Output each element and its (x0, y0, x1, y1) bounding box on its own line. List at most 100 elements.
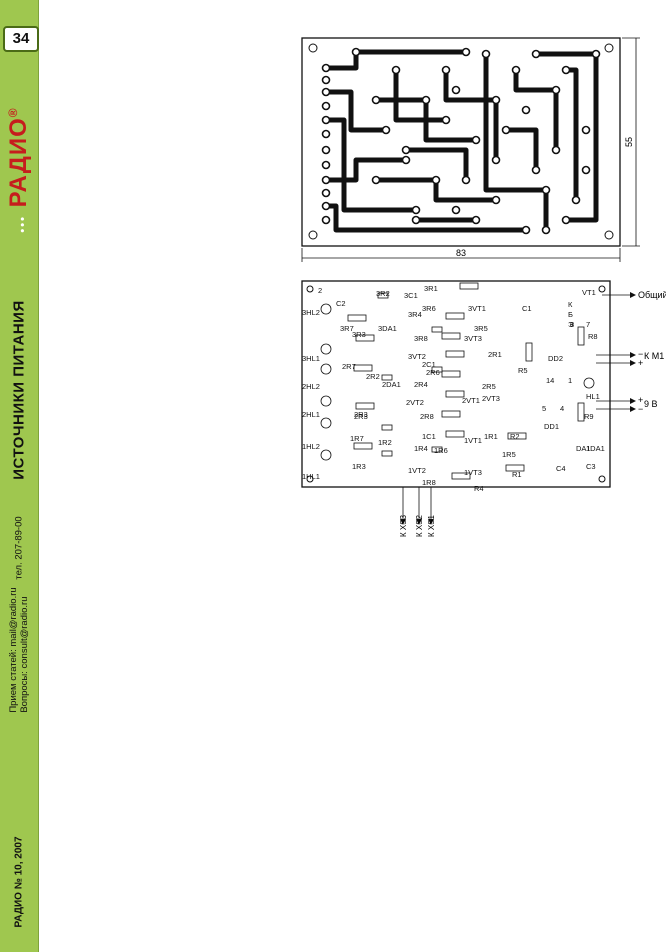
logo-text: РАДИО (5, 117, 32, 208)
mount-hole (308, 230, 318, 240)
component-label: 1HL2 (302, 442, 320, 451)
component-label: 1R4 (414, 444, 428, 453)
component-label: 2R4 (414, 380, 428, 389)
component-label: 1R2 (378, 438, 392, 447)
trace (443, 67, 499, 163)
component-label: C4 (556, 464, 566, 473)
contacts-questions: Вопросы: consult@radio.ru (19, 596, 30, 713)
component-label: 1R5 (502, 450, 516, 459)
trace (483, 51, 549, 233)
component-label: 1R6 (434, 446, 448, 455)
component-label: 1HL1 (302, 472, 320, 481)
component-label: 3VT2 (408, 352, 426, 361)
component-label: DD1 (544, 422, 559, 431)
component-label: 2R3 (354, 410, 368, 419)
component-label: 3R3 (352, 330, 366, 339)
component-label: R9 (584, 412, 594, 421)
connector-xs1-label: К XS1 (427, 514, 436, 537)
9v-minus-sign: − (638, 404, 643, 414)
component-label: 2R5 (482, 382, 496, 391)
component-label: C2 (336, 299, 346, 308)
layout-figure: Общий К М1 − + 9 В + − К XS3 К XS2 К XS1… (296, 275, 668, 545)
connector-xs3-label: К XS3 (399, 514, 408, 537)
component-label: 2R1 (488, 350, 502, 359)
mount-holes (306, 285, 606, 483)
trace (323, 117, 419, 213)
pcb-traces (323, 49, 599, 233)
component-label: 3R7 (340, 324, 354, 333)
component-label: R2 (510, 432, 520, 441)
component-label: DD2 (548, 354, 563, 363)
km1-minus-sign: − (638, 349, 643, 359)
trace (393, 67, 449, 123)
component-label: 2R2 (366, 372, 380, 381)
component-label: 3R5 (474, 324, 488, 333)
mount-hole (308, 43, 318, 53)
component-label: 2DA1 (382, 380, 401, 389)
trace (323, 89, 389, 133)
output-9v-label: 9 В (644, 399, 658, 409)
component-label: К (568, 300, 573, 309)
component-label: 2 (318, 286, 322, 295)
component-label: DA1 (576, 444, 591, 453)
mount-hole (604, 230, 614, 240)
component-label: 2R8 (420, 412, 434, 421)
component-label: 1R1 (484, 432, 498, 441)
component-label: Б (568, 310, 573, 319)
component-symbols (320, 282, 595, 480)
component-label: 2VT2 (406, 398, 424, 407)
component-label: 3R6 (422, 304, 436, 313)
issue-info: РАДИО № 10, 2007 (13, 836, 25, 928)
component-label: R4 (474, 484, 484, 493)
output-common-label: Общий (638, 290, 666, 300)
connector-xs2-label: К XS2 (415, 514, 424, 537)
trace (373, 177, 499, 203)
contacts-block: Прием статей: mail@radio.ru Вопросы: con… (8, 587, 30, 712)
component-label: 3HL1 (302, 354, 320, 363)
page-sidebar: 34 ••• РАДИО® ИСТОЧНИКИ ПИТАНИЯ тел. 207… (0, 0, 39, 952)
pcb-pads (321, 47, 601, 235)
logo-dots: ••• (17, 215, 29, 233)
section-title: ИСТОЧНИКИ ПИТАНИЯ (10, 300, 28, 480)
component-label: 3R4 (408, 310, 422, 319)
wires (402, 294, 630, 519)
page-number: 34 (3, 26, 39, 52)
pcb-figure: 83 55 (296, 30, 646, 275)
component-label: VT1 (582, 288, 596, 297)
component-label: 1VT3 (464, 468, 482, 477)
component-label: 3VT3 (464, 334, 482, 343)
component-label: 7 (586, 320, 590, 329)
component-label: 14 (546, 376, 554, 385)
component-label: 2HL2 (302, 382, 320, 391)
component-label: 2R3 (354, 412, 368, 421)
component-label: 1R7 (350, 434, 364, 443)
component-label: R8 (588, 332, 598, 341)
km1-plus-sign: + (638, 358, 643, 368)
component-label: HL1 (586, 392, 600, 401)
component-label: 2C1 (422, 360, 436, 369)
pcb-svg: 83 55 (301, 37, 640, 262)
component-label: 2R6 (426, 368, 440, 377)
mount-hole (604, 43, 614, 53)
trace (503, 127, 539, 173)
component-label: 3DA1 (378, 324, 397, 333)
component-label: Э (568, 320, 574, 329)
trace (403, 147, 469, 183)
component-label: 4 (560, 404, 564, 413)
component-label: 1VT2 (408, 466, 426, 475)
magazine-logo: ••• РАДИО® (5, 107, 33, 232)
trace (323, 203, 529, 233)
component-label: R1 (512, 470, 522, 479)
component-label: 3C1 (404, 291, 418, 300)
component-label: 1C1 (422, 432, 436, 441)
mount-holes (308, 43, 614, 240)
layout-svg: Общий К М1 − + 9 В + − К XS3 К XS2 К XS1… (301, 280, 668, 537)
component-label: 1R3 (352, 462, 366, 471)
component-label: 1VT1 (464, 436, 482, 445)
component-label: 1 (568, 376, 572, 385)
contacts-articles: Прием статей: mail@radio.ru (8, 587, 19, 713)
trace (323, 157, 409, 183)
component-label: 1DA1 (586, 444, 605, 453)
component-label: 8 (570, 320, 574, 329)
dimension-lines (301, 37, 640, 262)
